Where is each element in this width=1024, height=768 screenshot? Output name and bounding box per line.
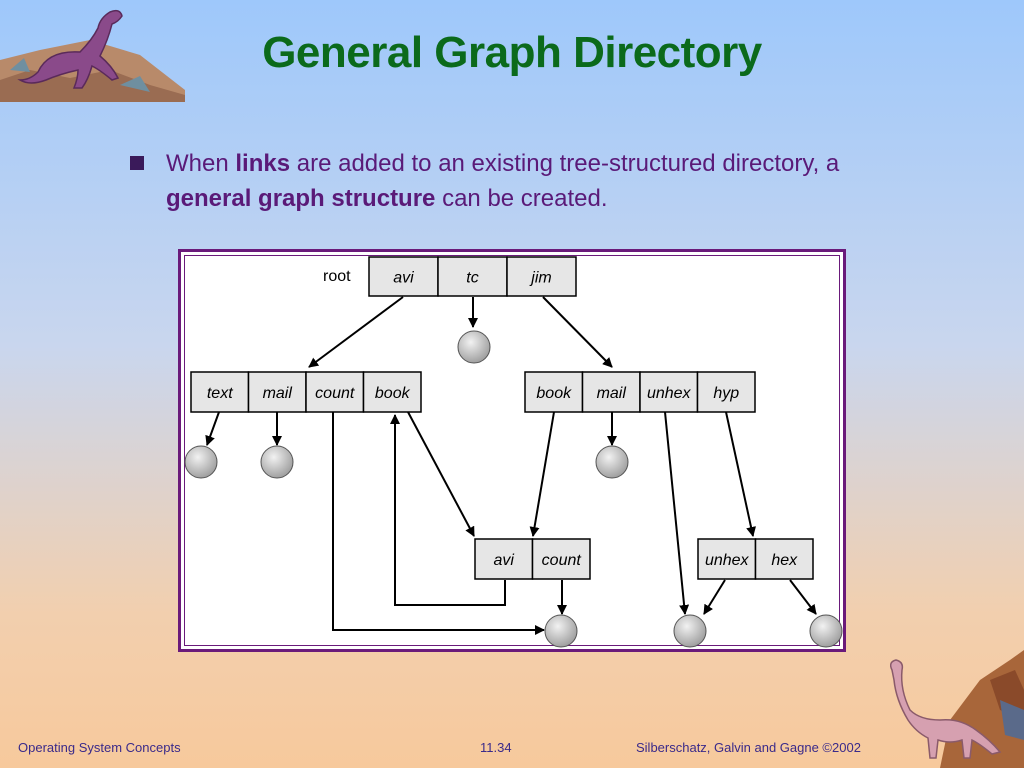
bullet-text: When links are added to an existing tree… — [166, 146, 886, 216]
jim-directory-table-cell-label: book — [536, 385, 572, 402]
avi-directory-table-cell-label: text — [207, 385, 233, 402]
root-directory-table: avi tc jim — [368, 256, 577, 297]
link-arrow — [725, 411, 756, 537]
footer-page-number: 11.34 — [480, 740, 512, 755]
link-arrow — [542, 296, 613, 368]
bullet-square-icon — [130, 156, 144, 170]
jim-directory-table-cell-label: hyp — [713, 385, 739, 402]
shared-directory-table-cell-label: count — [542, 552, 582, 569]
avi-directory-table-cell-label: book — [375, 385, 411, 402]
file-node — [457, 330, 491, 364]
avi-directory-table-cell — [305, 371, 365, 413]
slide-title: General Graph Directory — [262, 28, 762, 77]
file-node — [673, 614, 707, 648]
link-arrow — [205, 411, 220, 446]
link-arrow — [308, 296, 404, 368]
shared-directory-table: avi count — [474, 538, 591, 580]
jim-directory-table: book mail unhex hyp — [524, 371, 756, 413]
root-directory-table-cell-label: tc — [466, 270, 478, 287]
footer-left: Operating System Concepts — [18, 740, 181, 755]
hyp-directory-table: unhex hex — [697, 538, 814, 580]
link-arrow — [390, 414, 506, 606]
root-label: root — [323, 268, 351, 285]
shared-directory-table-cell-label: avi — [494, 552, 515, 569]
avi-directory-table-cell-label: mail — [263, 385, 293, 402]
avi-directory-table-cell — [247, 371, 307, 413]
file-node — [260, 445, 294, 479]
bullet-bold-links: links — [235, 150, 291, 177]
jim-directory-table-cell — [639, 371, 699, 413]
hyp-directory-table-cell — [754, 538, 814, 580]
root-directory-table-cell — [368, 256, 439, 297]
hyp-directory-table-cell — [697, 538, 757, 580]
file-node — [595, 445, 629, 479]
link-arrow — [664, 411, 690, 615]
jim-directory-table-cell — [524, 371, 584, 413]
avi-directory-table: text mail count book — [190, 371, 422, 413]
dinosaur-top-left-icon — [0, 9, 185, 102]
shared-directory-table-cell — [474, 538, 534, 580]
diagram-inner-border — [184, 255, 840, 646]
file-node — [544, 614, 578, 648]
avi-directory-table-cell — [362, 371, 422, 413]
file-node — [184, 445, 218, 479]
root-directory-table-cell-label: avi — [393, 270, 414, 287]
link-arrow — [407, 411, 475, 537]
root-directory-table-cell-label: jim — [529, 270, 551, 287]
jim-directory-table-cell-label: mail — [597, 385, 627, 402]
hyp-directory-table-cell-label: hex — [771, 552, 798, 569]
link-arrow — [703, 579, 726, 615]
file-node — [809, 614, 843, 648]
bullet-bold-general-graph: general graph structure — [166, 185, 436, 212]
link-arrow — [529, 411, 555, 537]
link-arrow — [332, 412, 545, 635]
root-directory-table-cell — [506, 256, 577, 297]
hyp-directory-table-cell-label: unhex — [705, 552, 750, 569]
shared-directory-table-cell — [531, 538, 591, 580]
bullet-text-part: are added to an existing tree-structured… — [290, 150, 840, 177]
dinosaur-bottom-right-icon — [889, 650, 1024, 768]
jim-directory-table-cell — [581, 371, 641, 413]
footer-copyright: Silberschatz, Galvin and Gagne ©2002 — [636, 740, 861, 755]
bullet-text-part: can be created. — [435, 185, 608, 212]
avi-directory-table-cell — [190, 371, 250, 413]
avi-directory-table-cell-label: count — [315, 385, 355, 402]
jim-directory-table-cell-label: unhex — [647, 385, 692, 402]
link-arrow — [789, 579, 817, 615]
bullet-text-part: When — [166, 150, 236, 177]
jim-directory-table-cell — [696, 371, 756, 413]
